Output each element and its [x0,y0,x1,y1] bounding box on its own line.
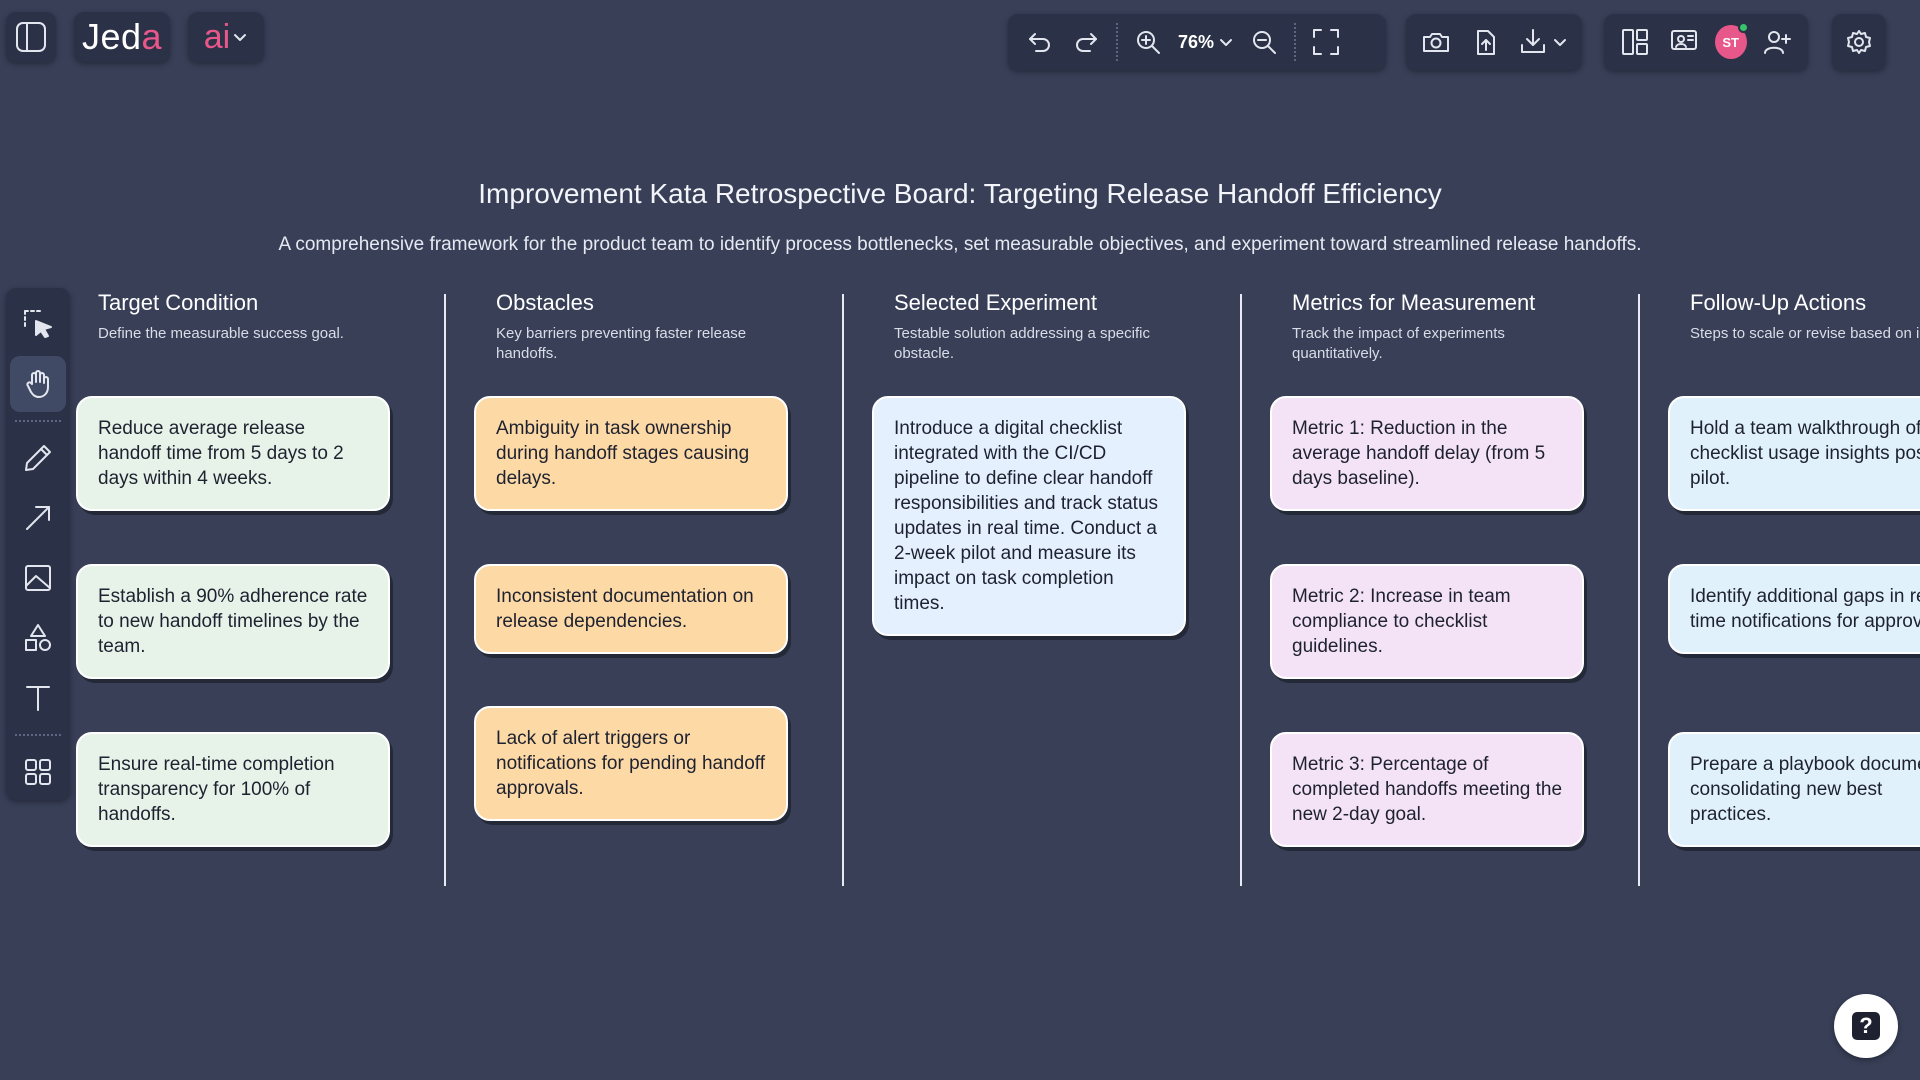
toolbar-divider [1116,23,1118,61]
column-heading: Selected Experiment [894,290,1097,315]
logo-text: Jed [81,16,142,57]
chevron-down-icon [1218,34,1234,50]
sticky-note[interactable]: Identify additional gaps in real-time no… [1668,564,1920,654]
sidebar-toggle-button[interactable] [6,12,56,62]
column-heading: Metrics for Measurement [1292,290,1536,315]
column-obstacles: Obstacles Key barriers preventing faster… [474,290,804,364]
avatar[interactable]: ST [1714,22,1749,59]
column-follow-up-actions: Follow-Up Actions Steps to scale or revi… [1668,290,1920,344]
column-heading: Target Condition [98,290,259,315]
ai-label: ai [203,17,231,56]
zoom-out-icon[interactable] [1244,22,1284,62]
zoom-in-icon[interactable] [1128,22,1168,62]
column-heading: Obstacles [496,290,594,315]
gear-icon [1845,28,1873,56]
column-description: Key barriers preventing faster release h… [496,325,747,362]
upload-icon[interactable] [1465,22,1504,62]
sticky-note[interactable]: Introduce a digital checklist integrated… [872,396,1186,636]
board-title: Improvement Kata Retrospective Board: Ta… [478,178,1442,209]
column-divider [444,294,446,886]
fit-screen-icon[interactable] [1306,22,1346,62]
text-icon[interactable] [10,670,66,726]
pencil-icon[interactable] [10,430,66,486]
history-zoom-toolbar: 76% [1008,14,1386,70]
export-toolbar [1406,14,1582,70]
templates-icon[interactable] [10,744,66,800]
toolbar-divider [15,734,61,736]
board-subtitle: A comprehensive framework for the produc… [278,234,1642,255]
presentation-icon[interactable] [1665,22,1702,62]
redo-icon[interactable] [1066,22,1106,62]
image-icon[interactable] [10,550,66,606]
column-divider [1638,294,1640,886]
zoom-dropdown[interactable]: 76% [1174,32,1238,53]
help-button[interactable]: ? [1834,994,1898,1058]
column-description: Track the impact of experiments quantita… [1292,325,1505,362]
sticky-note[interactable]: Ambiguity in task ownership during hando… [474,396,788,511]
column-description: Define the measurable success goal. [98,325,344,342]
sticky-note[interactable]: Metric 1: Reduction in the average hando… [1270,396,1584,511]
chevron-down-icon [232,29,248,45]
select-icon[interactable] [10,296,66,352]
arrow-icon[interactable] [10,490,66,546]
layout-icon[interactable] [1616,22,1653,62]
logo-accent: a [141,16,163,57]
column-divider [1240,294,1242,886]
sticky-note[interactable]: Establish a 90% adherence rate to new ha… [76,564,390,679]
column-heading: Follow-Up Actions [1690,290,1867,315]
avatar-initials: ST [1722,34,1740,50]
sticky-note[interactable]: Lack of alert triggers or notifications … [474,706,788,821]
add-user-icon[interactable] [1759,22,1796,62]
app-logo[interactable]: Jeda [74,12,170,62]
settings-button[interactable] [1832,14,1886,70]
zoom-level: 76% [1178,31,1215,52]
tool-rail [6,288,70,800]
download-dropdown[interactable] [1514,27,1572,57]
camera-icon[interactable] [1416,22,1455,62]
column-target-condition: Target Condition Define the measurable s… [76,290,406,344]
column-selected-experiment: Selected Experiment Testable solution ad… [872,290,1202,364]
download-icon [1518,27,1548,57]
help-icon: ? [1852,1012,1880,1040]
sticky-note[interactable]: Ensure real-time completion transparency… [76,732,390,847]
column-description: Testable solution addressing a specific … [894,325,1150,362]
hand-icon[interactable] [10,356,66,412]
sticky-note[interactable]: Metric 3: Percentage of completed handof… [1270,732,1584,847]
sticky-note[interactable]: Hold a team walkthrough of checklist usa… [1668,396,1920,511]
sticky-note[interactable]: Reduce average release handoff time from… [76,396,390,511]
column-divider [842,294,844,886]
sticky-note[interactable]: Metric 2: Increase in team compliance to… [1270,564,1584,679]
sticky-note[interactable]: Inconsistent documentation on release de… [474,564,788,654]
ai-menu-button[interactable]: ai [188,12,264,62]
toolbar-divider [1294,23,1297,61]
online-status-dot [1737,22,1749,33]
toolbar-divider [15,420,61,422]
undo-icon[interactable] [1020,22,1060,62]
clipped-column-area: Hold a team walkthrough of checklist usa… [1660,380,1920,860]
sidebar-icon [14,20,48,54]
chevron-down-icon [1552,34,1568,50]
column-metrics: Metrics for Measurement Track the impact… [1270,290,1600,364]
view-toolbar: ST [1604,14,1808,70]
shapes-icon[interactable] [10,610,66,666]
sticky-note[interactable]: Prepare a playbook docume consolidating … [1668,732,1920,847]
column-description: Steps to scale or revise based on i [1690,325,1920,342]
